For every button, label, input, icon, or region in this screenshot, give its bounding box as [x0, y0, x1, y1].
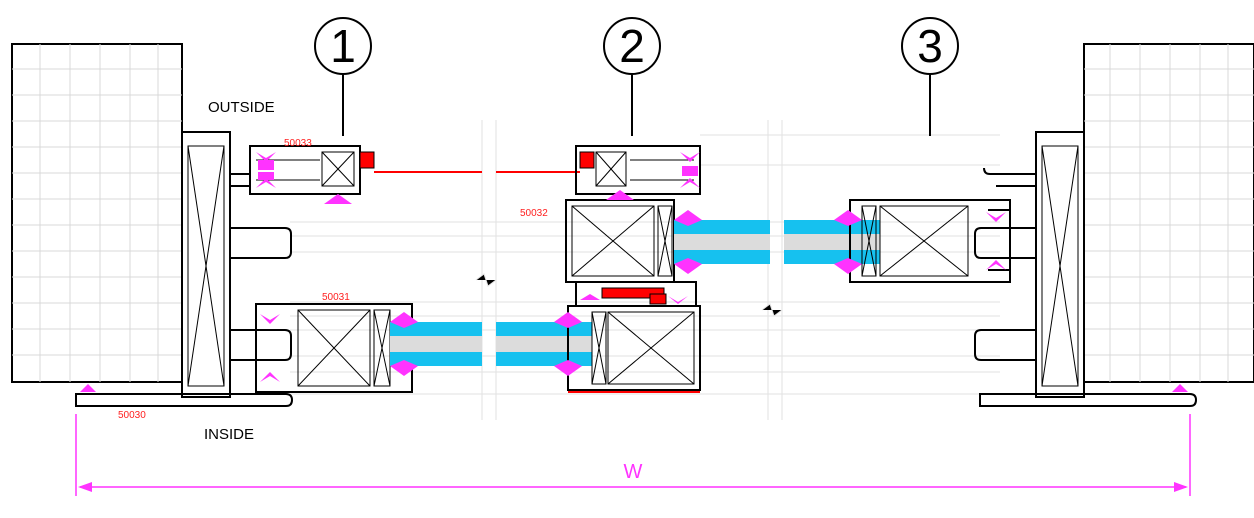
inside-label: INSIDE [204, 426, 254, 443]
callout-2: 2 [603, 17, 661, 136]
lower-sash [255, 303, 701, 393]
middle-sash [565, 199, 880, 283]
width-dimension: W [75, 414, 1191, 496]
left-jamb-frame [75, 131, 294, 407]
gaskets [80, 152, 1188, 392]
part-code-50033: 50033 [284, 138, 312, 149]
callout-3-number: 3 [917, 20, 943, 72]
callout-1: 1 [314, 17, 372, 136]
right-jamb-frame [974, 131, 1198, 407]
left-wall [11, 43, 183, 383]
part-code-50031: 50031 [322, 292, 350, 303]
right-sash [849, 199, 1011, 283]
background-guides [290, 120, 1000, 420]
lower-middle-interlock [575, 281, 697, 307]
callout-1-number: 1 [330, 20, 356, 72]
right-wall [1083, 43, 1254, 383]
top-left-rail [249, 145, 482, 195]
callout-2-number: 2 [619, 20, 645, 72]
width-label: W [624, 461, 643, 483]
outside-label: OUTSIDE [208, 99, 275, 116]
part-code-50030: 50030 [118, 410, 146, 421]
top-middle-rail [496, 145, 701, 195]
part-code-50032: 50032 [520, 208, 548, 219]
callout-3: 3 [901, 17, 959, 136]
